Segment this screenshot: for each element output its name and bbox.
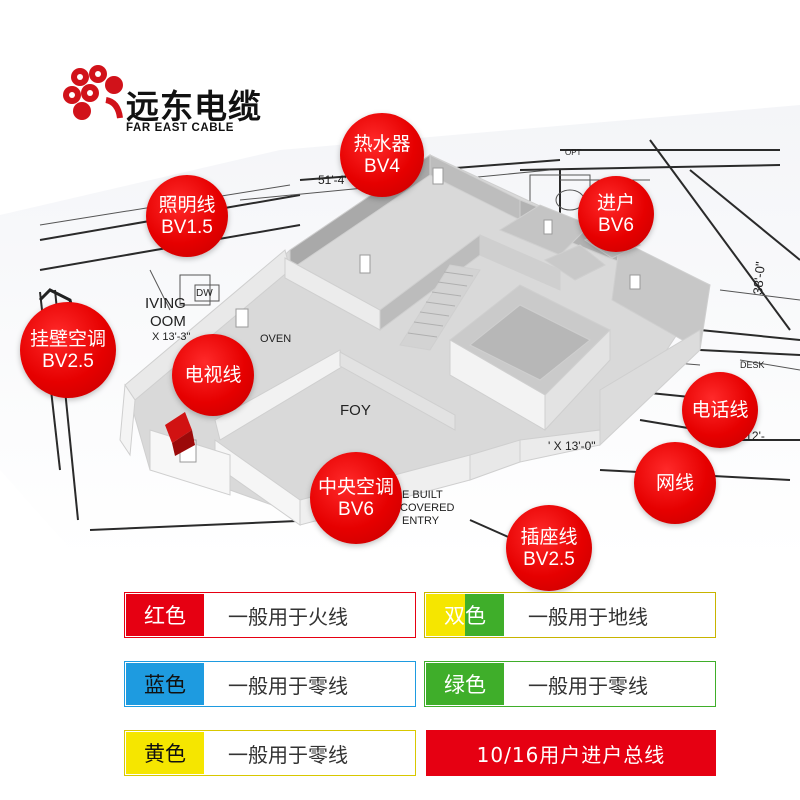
covered-entry-line2: COVERED (400, 502, 454, 514)
bubble-phone: 电话线 (682, 372, 758, 448)
bubble-socket: 插座线 BV2.5 (506, 505, 592, 591)
legend-dual-desc: 一般用于地线 (528, 604, 648, 629)
covered-entry-line3: ENTRY (402, 515, 440, 527)
bubble-water-heater: 热水器 BV4 (340, 113, 424, 197)
bubble-lighting: 照明线 BV1.5 (146, 175, 228, 257)
legend-yellow: 黄色 一般用于零线 (124, 730, 416, 776)
bubble-wall-ac-spec: BV2.5 (42, 351, 94, 372)
legend-blue-swatch: 蓝色 (126, 663, 204, 705)
legend-red-swatch: 红色 (126, 594, 204, 636)
bubble-lighting-title: 照明线 (158, 194, 216, 216)
brand-name-cn: 远东电缆 (126, 87, 262, 126)
legend-blue: 蓝色 一般用于零线 (124, 661, 416, 707)
bubble-network: 网线 (634, 442, 716, 524)
dim-right-label: 38'-0" (750, 261, 768, 296)
bubble-socket-spec: BV2.5 (523, 549, 575, 570)
legend-yellow-desc: 一般用于零线 (228, 742, 348, 767)
legend-green: 绿色 一般用于零线 (424, 661, 716, 707)
bubble-socket-title: 插座线 (520, 526, 578, 548)
foyer-label: FOY (340, 402, 371, 419)
bubble-wall-ac-title: 挂壁空调 (29, 328, 106, 350)
dim-top-label: 51'-4" (318, 173, 349, 187)
bubble-central-ac-title: 中央空调 (317, 476, 394, 498)
legend-green-swatch: 绿色 (426, 663, 504, 705)
bubble-entry: 进户 BV6 (578, 176, 654, 252)
bubble-phone-title: 电话线 (691, 399, 749, 421)
bubble-wall-ac: 挂壁空调 BV2.5 (20, 302, 116, 398)
legend-green-desc: 一般用于零线 (528, 673, 648, 698)
legend-main-line: 10/16用户进户总线 (426, 730, 716, 776)
bubble-central-ac: 中央空调 BV6 (310, 452, 402, 544)
opt-label: OPT (565, 148, 582, 157)
legend-dual: 双色 一般用于地线 (424, 592, 716, 638)
bubble-entry-title: 进户 (596, 192, 635, 214)
legend-yellow-swatch: 黄色 (126, 732, 204, 774)
bubble-water-heater-title: 热水器 (353, 133, 411, 155)
bubble-network-title: 网线 (655, 472, 694, 494)
oven-label: OVEN (260, 333, 291, 345)
living-label: IVING (145, 295, 186, 312)
brand-name-en: FAR EAST CABLE (126, 122, 235, 134)
bubble-tv: 电视线 (172, 334, 254, 416)
bubble-lighting-spec: BV1.5 (161, 217, 213, 238)
bubble-tv-title: 电视线 (184, 364, 242, 386)
legend-red: 红色 一般用于火线 (124, 592, 416, 638)
room-label: OOM (150, 313, 186, 330)
legend-blue-desc: 一般用于零线 (228, 673, 348, 698)
legend-red-desc: 一般用于火线 (228, 604, 348, 629)
room-size-label: X 13'-3" (152, 331, 191, 343)
bubble-entry-spec: BV6 (598, 215, 634, 236)
brand-logo-mark-icon (63, 65, 123, 120)
bubble-water-heater-spec: BV4 (364, 156, 400, 177)
bubble-central-ac-spec: BV6 (338, 499, 374, 520)
covered-entry-line1: E BUILT (402, 489, 443, 501)
room2-size-label: ' X 13'-0" (548, 439, 596, 453)
brand-logo: 远东电缆 FAR EAST CABLE (60, 60, 262, 140)
legend-dual-swatch: 双色 (426, 594, 504, 636)
desk-label: DESK (740, 360, 765, 370)
dw-label: DW (196, 288, 213, 299)
